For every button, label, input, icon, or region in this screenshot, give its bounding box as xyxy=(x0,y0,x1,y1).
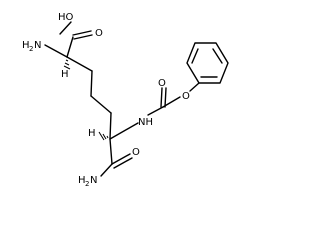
bond-acid-c-o-double-1 xyxy=(72,30,92,36)
hatch-mid-1 xyxy=(106,135,109,139)
bond-carbonyl-oxygen xyxy=(162,96,181,108)
bond-nh-carbonyl xyxy=(147,106,164,116)
ring-inner-2 xyxy=(212,48,223,64)
bond-carbamate-double-2 xyxy=(164,87,167,108)
hatch-top-1 xyxy=(65,59,69,62)
hatch-mid-2 xyxy=(102,133,107,140)
label-nh: NH xyxy=(138,117,153,128)
label-amide-h: H xyxy=(78,175,86,186)
label-amide-oxygen: O xyxy=(132,147,140,158)
bond-amide-c-o-1 xyxy=(111,153,131,165)
bond-carbamate-double-1 xyxy=(160,87,163,108)
bond-amide-c-o-2 xyxy=(113,157,133,169)
bond-c-amide xyxy=(109,138,113,165)
hatch-top-3 xyxy=(63,65,71,70)
label-hydroxyl: HO xyxy=(58,12,74,23)
ring-inner-1 xyxy=(191,48,199,64)
label-acid-oxygen: O xyxy=(95,28,103,39)
bond-acid-c-alpha xyxy=(66,36,74,58)
bond-c-nh xyxy=(109,122,139,140)
bond-alpha-chain xyxy=(66,56,93,72)
bond-chain-3 xyxy=(109,112,112,140)
benzene-ring xyxy=(186,42,229,84)
bond-amide-c-n xyxy=(100,163,113,177)
label-amine-n: N xyxy=(34,40,41,51)
bond-oxygen-ch2 xyxy=(189,82,200,92)
bond-acid-c-o-double-2 xyxy=(73,34,93,40)
hatch-top-2 xyxy=(64,62,70,66)
label-amide-n: N xyxy=(90,175,97,186)
label-top-hydrogen: H xyxy=(61,69,69,80)
bond-chain-2 xyxy=(90,95,112,114)
bond-chain-1 xyxy=(90,70,93,97)
label-mid-hydrogen: H xyxy=(88,128,96,139)
hatch-mid-3 xyxy=(98,131,105,141)
label-carbamate-oxygen: O xyxy=(182,91,190,102)
bond-alpha-nh2 xyxy=(44,44,68,58)
label-amine-sub: 2 xyxy=(29,45,33,53)
label-amide-sub: 2 xyxy=(85,180,89,188)
label-amine-h: H xyxy=(22,40,30,51)
bond-acid-c-o-single xyxy=(59,21,72,35)
label-carbamate-top-oxygen: O xyxy=(158,78,166,89)
chemical-structure: HO O H 2 N H H NH O O O H 2 N xyxy=(22,12,229,188)
